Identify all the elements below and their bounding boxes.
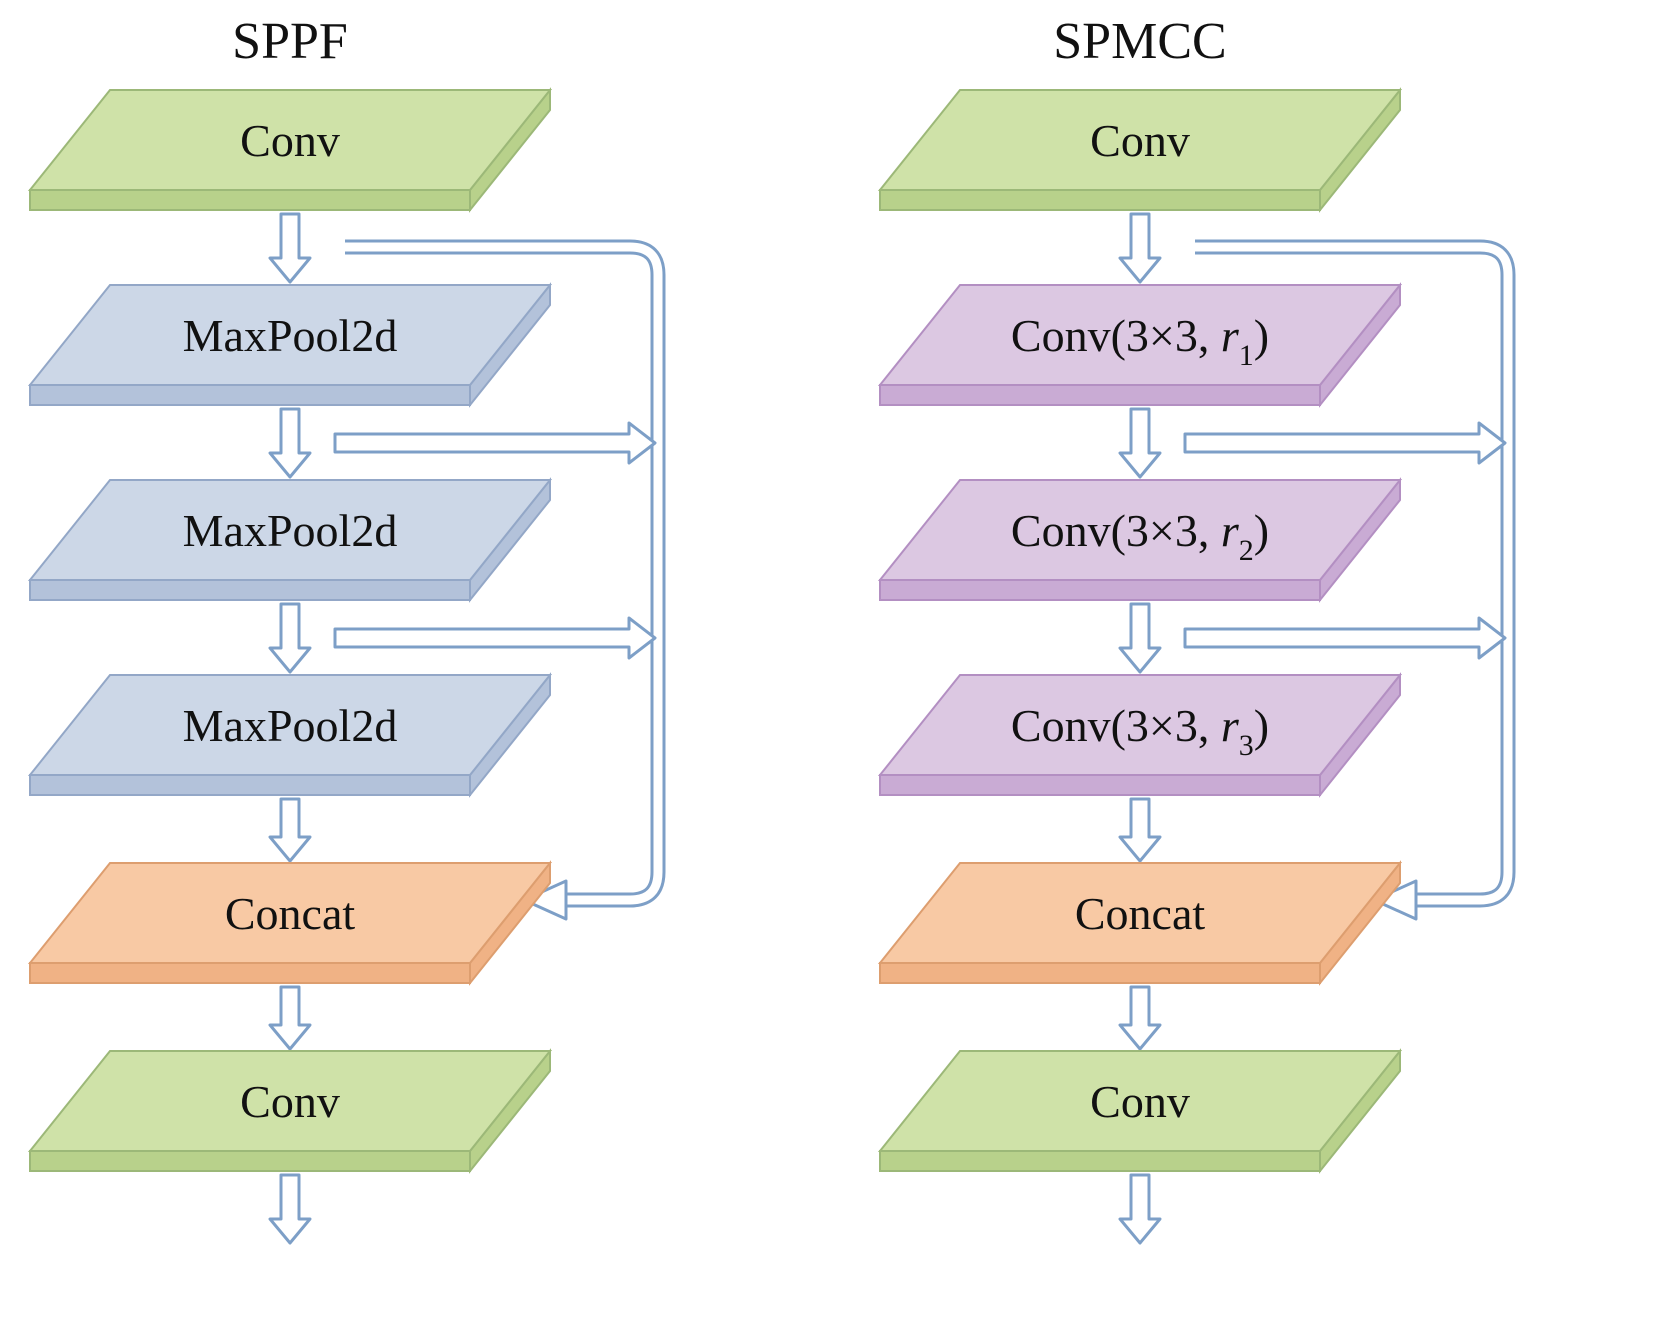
- block-label: Conv(3×3, r3): [1011, 700, 1269, 762]
- label-variable: r: [1221, 700, 1240, 751]
- sppf-column: SPPF Conv MaxPool2d Ma: [27, 13, 666, 1245]
- block-face-front: [29, 384, 471, 406]
- label-prefix: Conv(3×3,: [1011, 700, 1221, 751]
- block-face-top: [27, 284, 553, 386]
- block-face-top: [877, 674, 1403, 776]
- block-face-top: [27, 89, 553, 191]
- block-label: Conv: [240, 1076, 340, 1127]
- block-face-top: [877, 89, 1403, 191]
- sppf-conv-block-top: Conv: [27, 87, 553, 213]
- down-arrow-icon: [268, 797, 312, 863]
- block-face-front: [879, 579, 1321, 601]
- label-variable: r: [1221, 310, 1240, 361]
- block-face-top: [27, 479, 553, 581]
- down-arrow-icon: [1118, 797, 1162, 863]
- block-face-top: [27, 862, 553, 964]
- block-label: MaxPool2d: [183, 505, 398, 556]
- spmcc-column: SPMCC Conv Conv(3×3, r1): [877, 13, 1516, 1245]
- label-subscript: 2: [1239, 534, 1254, 567]
- block-label: MaxPool2d: [183, 310, 398, 361]
- block-label: Conv: [1090, 1076, 1190, 1127]
- down-arrow-icon: [268, 985, 312, 1051]
- block-face-front: [879, 962, 1321, 984]
- down-arrow-icon: [1118, 985, 1162, 1051]
- sppf-maxpool-block-2: MaxPool2d: [27, 477, 553, 603]
- block-label: Conv(3×3, r1): [1011, 310, 1269, 372]
- label-suffix: ): [1254, 505, 1269, 556]
- block-face-front: [29, 189, 471, 211]
- block-face-front: [29, 774, 471, 796]
- block-face-front: [29, 1150, 471, 1172]
- spmcc-conv-block-top: Conv: [877, 87, 1403, 213]
- down-arrow-icon: [1118, 212, 1162, 284]
- label-suffix: ): [1254, 310, 1269, 361]
- skip-tube-inner: [345, 242, 663, 905]
- label-suffix: ): [1254, 700, 1269, 751]
- label-subscript: 3: [1239, 729, 1254, 762]
- sppf-maxpool-block-1: MaxPool2d: [27, 282, 553, 408]
- block-face-front: [29, 579, 471, 601]
- spmcc-dilated-conv-block-1: Conv(3×3, r1): [877, 282, 1403, 408]
- block-face-front: [879, 774, 1321, 796]
- spmcc-dilated-conv-block-3: Conv(3×3, r3): [877, 672, 1403, 798]
- down-arrow-icon: [268, 407, 312, 479]
- block-face-top: [27, 1050, 553, 1152]
- output-down-arrow-icon: [1118, 1173, 1162, 1245]
- branch-right-arrow-icon: [1183, 421, 1507, 465]
- block-label: Concat: [225, 888, 356, 939]
- block-label: Concat: [1075, 888, 1206, 939]
- block-label: Conv(3×3, r2): [1011, 505, 1269, 567]
- label-subscript: 1: [1239, 339, 1254, 372]
- sppf-conv-block-bottom: Conv: [27, 1048, 553, 1174]
- spmcc-title: SPMCC: [1053, 13, 1226, 70]
- block-face-front: [29, 962, 471, 984]
- down-arrow-icon: [268, 602, 312, 674]
- spmcc-skip-connection-arrow: [1195, 239, 1516, 921]
- block-face-top: [877, 1050, 1403, 1152]
- label-prefix: Conv(3×3,: [1011, 310, 1221, 361]
- spmcc-concat-block: Concat: [877, 860, 1403, 986]
- block-face-top: [877, 284, 1403, 386]
- label-variable: r: [1221, 505, 1240, 556]
- spmcc-dilated-conv-block-2: Conv(3×3, r2): [877, 477, 1403, 603]
- branch-right-arrow-icon: [1183, 616, 1507, 660]
- spmcc-conv-block-bottom: Conv: [877, 1048, 1403, 1174]
- sppf-concat-block: Concat: [27, 860, 553, 986]
- block-face-front: [879, 384, 1321, 406]
- down-arrow-icon: [268, 212, 312, 284]
- block-face-front: [879, 189, 1321, 211]
- down-arrow-icon: [1118, 407, 1162, 479]
- block-label: Conv: [1090, 115, 1190, 166]
- block-label: MaxPool2d: [183, 700, 398, 751]
- sppf-title: SPPF: [232, 13, 348, 70]
- block-face-front: [879, 1150, 1321, 1172]
- down-arrow-icon: [1118, 602, 1162, 674]
- block-face-top: [877, 862, 1403, 964]
- sppf-maxpool-block-3: MaxPool2d: [27, 672, 553, 798]
- branch-right-arrow-icon: [333, 616, 657, 660]
- output-down-arrow-icon: [268, 1173, 312, 1245]
- branch-right-arrow-icon: [333, 421, 657, 465]
- block-face-top: [877, 479, 1403, 581]
- label-prefix: Conv(3×3,: [1011, 505, 1221, 556]
- skip-tube-inner: [1195, 242, 1513, 905]
- block-face-top: [27, 674, 553, 776]
- block-label: Conv: [240, 115, 340, 166]
